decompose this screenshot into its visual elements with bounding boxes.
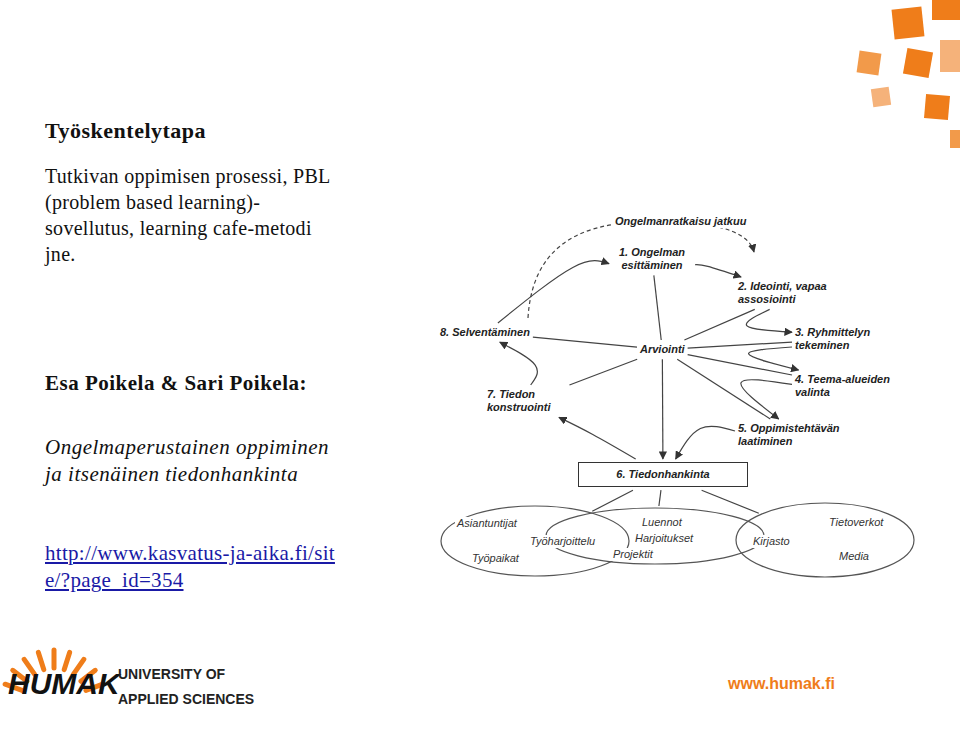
- square: [857, 51, 882, 76]
- cycle-arrow: [741, 380, 792, 419]
- ellipse-shape: [546, 508, 764, 564]
- connector-line: [654, 275, 661, 340]
- connector-line: [533, 337, 637, 347]
- resource-ellipse: AsiantuntijatTyöharjoitteluTyöpaikat: [440, 505, 630, 577]
- orange-squares: [857, 0, 960, 148]
- step-label: 2. Ideointi, vapaa assosiointi: [738, 280, 846, 306]
- square: [892, 7, 925, 40]
- square: [950, 130, 960, 148]
- connector-line: [662, 359, 664, 459]
- continuation-arc: [528, 222, 754, 318]
- square: [903, 48, 933, 78]
- connector-line: [569, 359, 637, 385]
- square: [871, 87, 891, 107]
- connector-line: [659, 490, 661, 506]
- step-text: 8. Selventäminen: [440, 326, 530, 339]
- slide-title: Työskentelytapa: [45, 118, 206, 144]
- step-label: 7. Tiedon konstruointi: [487, 388, 567, 414]
- step-text: 1. Ongelman esittäminen: [612, 246, 692, 272]
- resource-text: Asiantuntijat: [455, 517, 519, 530]
- ellipse-shape: [736, 503, 914, 577]
- resource-text: Harjoitukset: [633, 532, 695, 545]
- cycle-arrow: [498, 261, 609, 323]
- logo-word: HUMAK: [8, 664, 120, 703]
- web-address: www.humak.fi: [728, 674, 835, 695]
- step-text: Arviointi: [640, 343, 685, 356]
- step-text: 5. Oppimistehtävän laatiminen: [738, 422, 853, 448]
- cycle-arrow: [695, 265, 741, 277]
- square: [932, 0, 960, 20]
- step-label: 5. Oppimistehtävän laatiminen: [738, 422, 853, 448]
- connector-line: [688, 342, 792, 348]
- box-text: 6. Tiedonhankinta: [587, 468, 739, 481]
- resource-text: Projektit: [611, 548, 655, 561]
- square: [924, 94, 950, 120]
- cycle-arrow: [749, 347, 799, 370]
- resource-text: Tietoverkot: [827, 516, 885, 529]
- connector-line: [677, 359, 770, 419]
- connector-line: [592, 490, 633, 511]
- logo-subtitle: UNIVERSITY OF APPLIED SCIENCES: [118, 662, 268, 711]
- step-label: 1. Ongelman esittäminen: [612, 246, 692, 272]
- connector-line: [684, 309, 754, 340]
- resource-ellipse: Kirjasto TietoverkotMedia: [735, 502, 915, 578]
- body-text: Tutkivan oppimisen prosessi, PBL (proble…: [45, 163, 345, 267]
- cycle-arrow: [676, 426, 735, 459]
- resource-text: Työharjoittelu: [528, 535, 597, 548]
- process-box: 6. Tiedonhankinta: [578, 462, 748, 487]
- ellipse-shape: [441, 506, 629, 576]
- cycle-arrow: [559, 417, 636, 459]
- step-label: Arviointi: [640, 343, 685, 356]
- source-link: http://www.kasvatus-ja-aika.fi/site/?pag…: [45, 540, 345, 595]
- square: [940, 40, 960, 72]
- logo-ray: [38, 652, 43, 669]
- author-text: Esa Poikela & Sari Poikela:: [45, 370, 335, 397]
- cycle-note: Ongelmanratkaisu jatkuu: [612, 214, 749, 228]
- step-text: 7. Tiedon konstruointi: [487, 388, 567, 414]
- step-text: 3. Ryhmittelyn tekeminen: [795, 326, 887, 352]
- step-text: 4. Teema-alueiden valinta: [795, 373, 903, 399]
- step-label: 3. Ryhmittelyn tekeminen: [795, 326, 887, 352]
- step-text: 2. Ideointi, vapaa assosiointi: [738, 280, 846, 306]
- resource-text: Media: [837, 550, 871, 563]
- source-title: Ongelmaperustainen oppiminen ja itsenäin…: [45, 434, 345, 489]
- connector-line: [702, 490, 759, 513]
- logo-ray: [64, 652, 69, 669]
- resource-text: Luennot: [640, 516, 684, 529]
- cycle-arrow: [500, 342, 538, 385]
- logo-ray: [52, 650, 57, 668]
- step-label: 8. Selventäminen: [440, 326, 530, 339]
- step-label: 4. Teema-alueiden valinta: [795, 373, 903, 399]
- cycle-arrow: [746, 309, 792, 332]
- resource-text: Työpaikat: [470, 552, 521, 565]
- resource-text: Kirjasto: [751, 535, 792, 548]
